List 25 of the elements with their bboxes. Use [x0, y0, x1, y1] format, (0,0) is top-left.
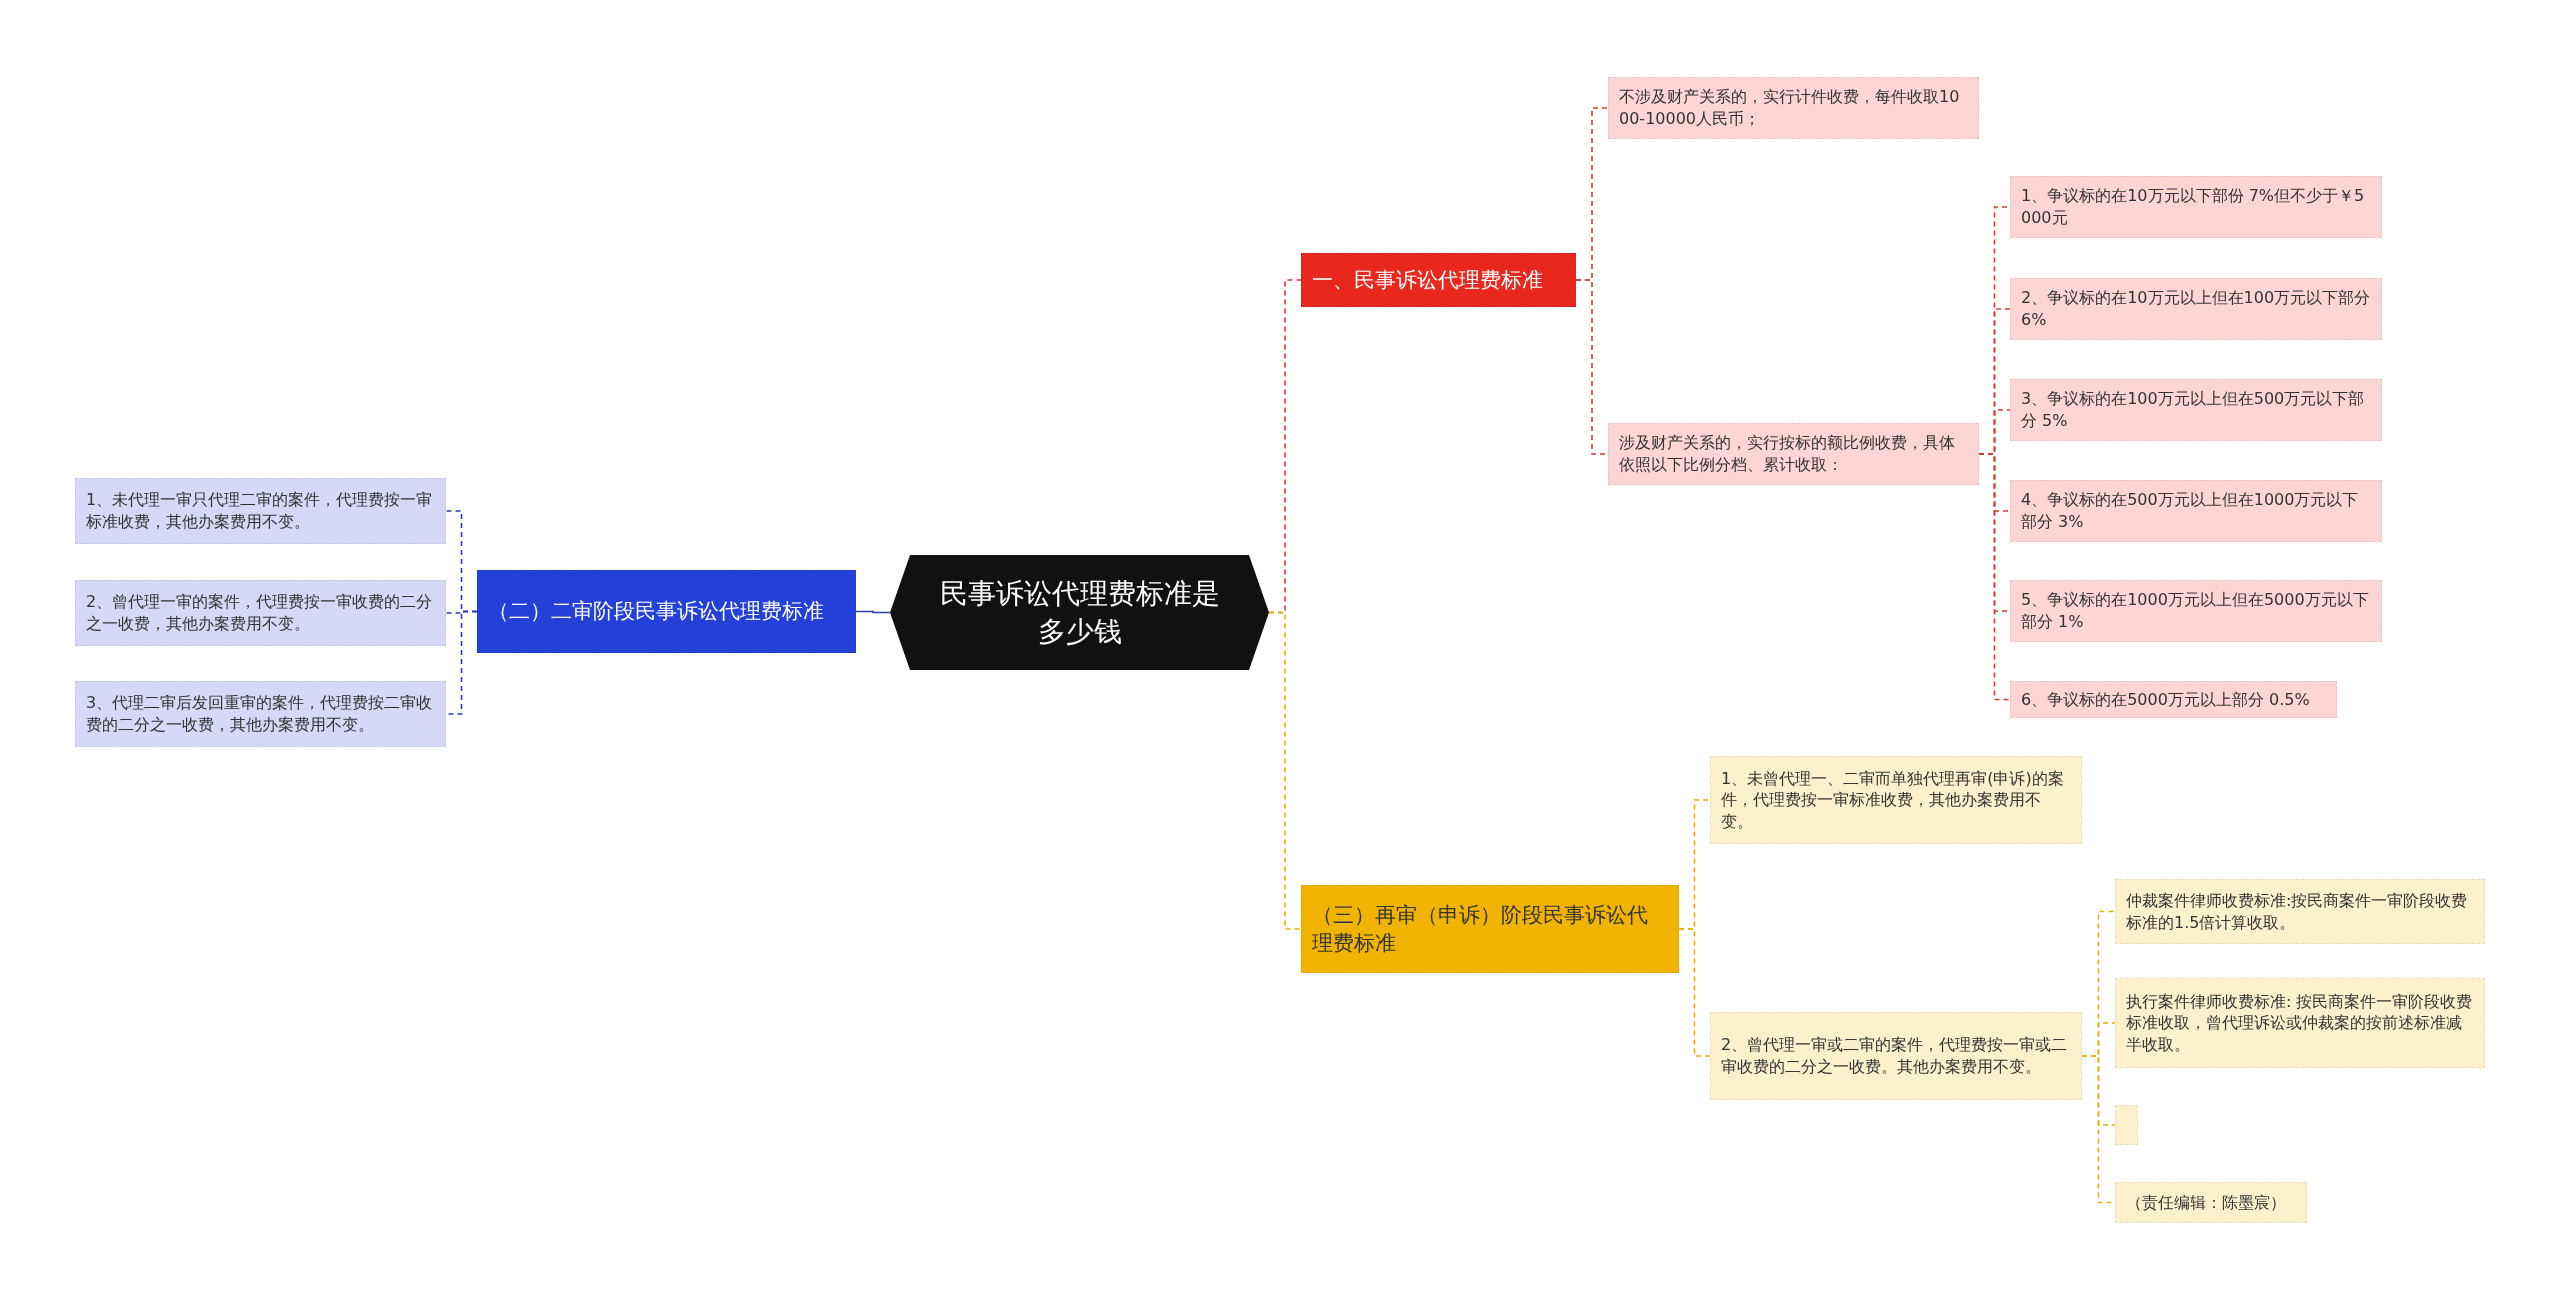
- topic-box: 6、争议标的在5000万元以上部分 0.5%: [2010, 681, 2337, 718]
- topic-box: 2、曾代理一审或二审的案件，代理费按一审或二审收费的二分之一收费。其他办案费用不变。: [1710, 1012, 2082, 1100]
- topic-box: （责任编辑：陈墨宸）: [2115, 1182, 2307, 1223]
- topic-box: 1、争议标的在10万元以下部份 7%但不少于￥5000元: [2010, 176, 2382, 238]
- topic-box: 不涉及财产关系的，实行计件收费，每件收取1000-10000人民币；: [1608, 77, 1979, 139]
- topic-box: 5、争议标的在1000万元以上但在5000万元以下部分 1%: [2010, 580, 2382, 642]
- topic-box: 3、争议标的在100万元以上但在500万元以下部分 5%: [2010, 379, 2382, 441]
- connector: [1978, 453, 2011, 701]
- topic-box: 一、民事诉讼代理费标准: [1301, 253, 1576, 307]
- empty-box: [2115, 1105, 2138, 1145]
- topic-box: 4、争议标的在500万元以上但在1000万元以下部分 3%: [2010, 480, 2382, 542]
- topic-box: 3、代理二审后发回重审的案件，代理费按二审收费的二分之一收费，其他办案费用不变。: [75, 681, 446, 747]
- connector: [1678, 928, 1711, 1057]
- topic-box: 2、曾代理一审的案件，代理费按一审收费的二分之一收费，其他办案费用不变。: [75, 580, 446, 646]
- topic-box: 执行案件律师收费标准: 按民商案件一审阶段收费标准收取，曾代理诉讼或仲裁案的按前述标准减半收取。: [2115, 978, 2485, 1068]
- topic-box: （二）二审阶段民事诉讼代理费标准: [477, 570, 856, 653]
- connector: [1268, 611, 1302, 930]
- topic-box: 涉及财产关系的，实行按标的额比例收费，具体依照以下比例分档、累计收取：: [1608, 423, 1979, 485]
- topic-box: 仲裁案件律师收费标准:按民商案件一审阶段收费标准的1.5倍计算收取。: [2115, 879, 2485, 944]
- topic-box: 1、未曾代理一、二审而单独代理再审(申诉)的案件，代理费按一审标准收费，其他办案费用不变。: [1710, 756, 2082, 844]
- connector: [855, 610, 891, 614]
- topic-box: 2、争议标的在10万元以上但在100万元以下部分 6%: [2010, 278, 2382, 340]
- topic-box: （三）再审（申诉）阶段民事诉讼代理费标准: [1301, 885, 1679, 973]
- central-topic: 民事诉讼代理费标准是多少钱: [890, 555, 1269, 670]
- topic-box: 1、未代理一审只代理二审的案件，代理费按一审标准收费，其他办案费用不变。: [75, 478, 446, 544]
